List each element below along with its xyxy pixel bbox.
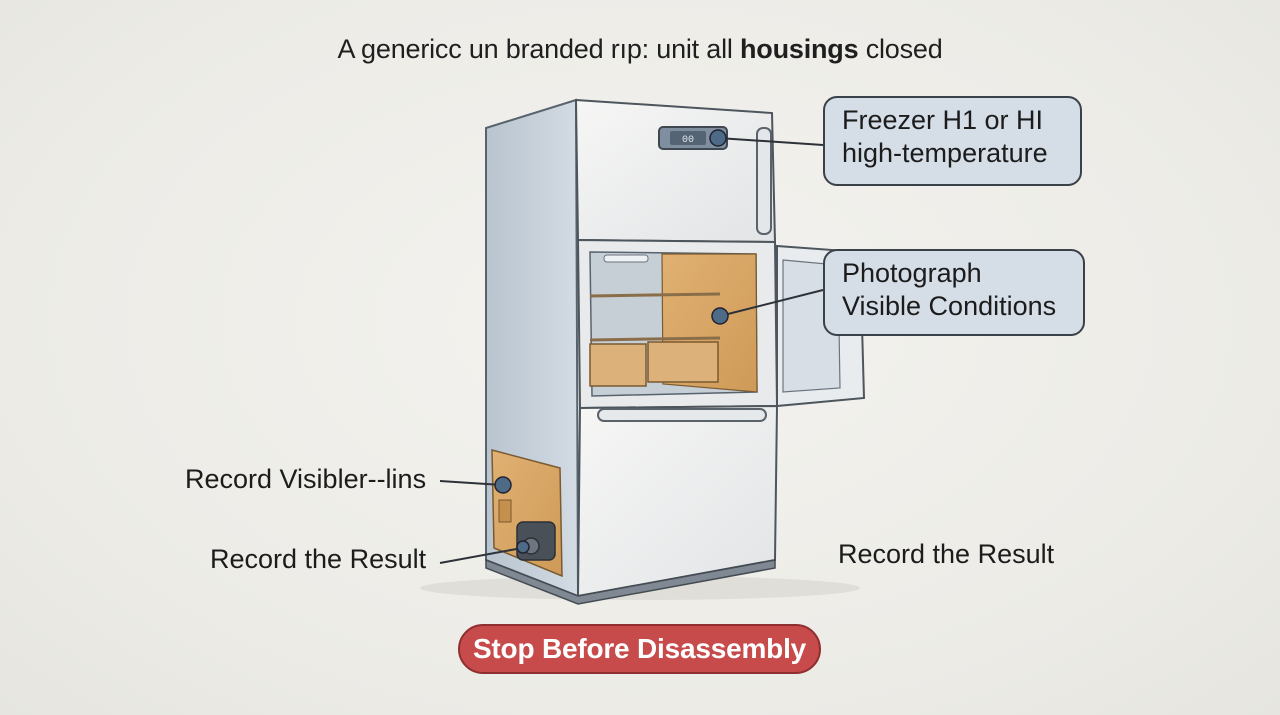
leader-line-photograph xyxy=(719,289,824,317)
interior-shelf-upper xyxy=(589,292,721,298)
title-text-end: closed xyxy=(858,34,943,64)
stop-before-disassembly-button[interactable]: Stop Before Disassembly xyxy=(458,624,821,674)
title-bold-word: housings xyxy=(740,34,859,64)
marker-record-visible xyxy=(494,476,512,494)
marker-record-result xyxy=(516,540,530,554)
callout-freezer-line1: Freezer H1 or HI xyxy=(842,105,1044,135)
label-record-result-left: Record the Result xyxy=(210,544,427,574)
callout-photograph: Photograph Visible Conditions xyxy=(823,249,1085,336)
crisper-drawer-right xyxy=(647,341,719,383)
freezer-door-handle xyxy=(756,127,772,235)
temperature-display-readout: 00 xyxy=(682,135,694,146)
bottom-drawer-handle xyxy=(597,408,767,422)
leader-line-record-result xyxy=(439,547,523,564)
callout-freezer-line2: high-temperature xyxy=(842,138,1048,168)
interior-light xyxy=(603,254,649,263)
leader-line-freezer xyxy=(717,137,824,146)
access-panel-vent xyxy=(498,499,512,523)
leader-line-record-visible xyxy=(439,480,503,486)
title-text: A genericc un branded rıp: unit all xyxy=(337,34,740,64)
temperature-display-screen xyxy=(670,131,706,145)
interior-shelf-lower xyxy=(589,336,721,342)
callout-photograph-line1: Photograph xyxy=(842,258,982,288)
crisper-drawer-left xyxy=(589,343,647,387)
diagram-title: A genericc un branded rıp: unit all hous… xyxy=(0,34,1280,65)
fridge-base xyxy=(485,558,776,605)
freezer-door xyxy=(574,98,777,244)
marker-photograph xyxy=(711,307,729,325)
callout-photograph-line2: Visible Conditions xyxy=(842,291,1057,321)
label-record-visible: Record Visibler--lins xyxy=(185,464,427,494)
marker-freezer xyxy=(709,129,727,147)
label-record-result-right: Record the Result xyxy=(838,539,1055,569)
callout-freezer-alarm: Freezer H1 or HI high-temperature xyxy=(823,96,1082,186)
